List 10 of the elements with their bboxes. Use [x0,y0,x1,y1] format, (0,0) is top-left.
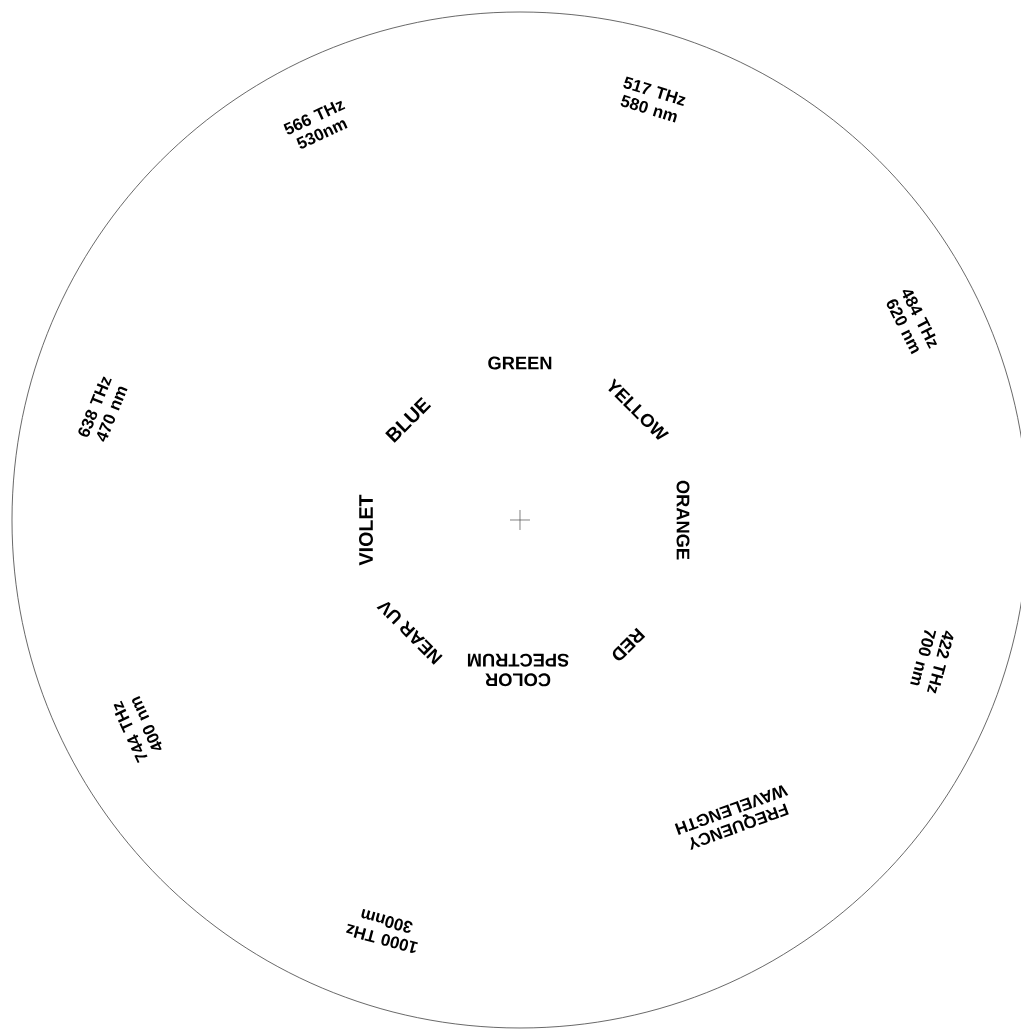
spectrum-label: VIOLET [359,494,373,566]
spectrum-label: 517 THz 580 nm [620,76,686,123]
spectrum-label: 1000 THz 300nm [346,908,418,953]
spectrum-label: 422 THz 700 nm [910,629,954,694]
spectrum-label: 744 THz 400 nm [113,695,162,763]
spectrum-label: COLOR SPECTRUM [467,653,569,687]
spectrum-label: 638 THz 470 nm [78,376,128,442]
spectrum-label: ORANGE [676,480,690,560]
spectrum-label: GREEN [488,356,552,370]
spectrum-label: 484 THz 620 nm [886,290,938,355]
